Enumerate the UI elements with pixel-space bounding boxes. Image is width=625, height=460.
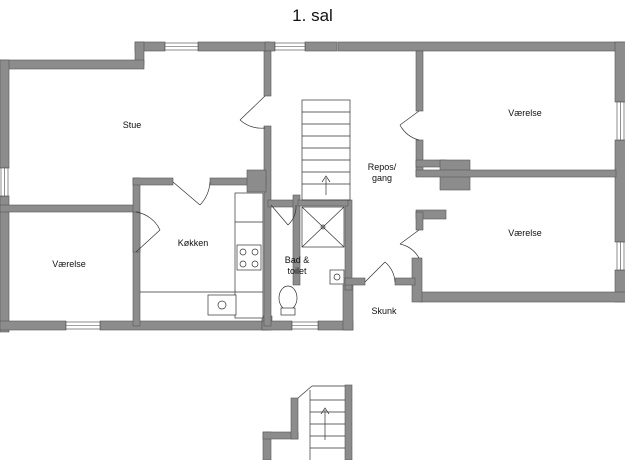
room-label-bad-toilet: Bad & toilet (284, 255, 310, 276)
room-label-vaerelse-right-bottom: Værelse (508, 228, 542, 238)
staircase (301, 99, 351, 201)
lower-staircase (297, 385, 345, 460)
bath-sink (329, 269, 345, 285)
doors (135, 95, 420, 283)
room-label-repos-gang: Repos/ gang (367, 162, 397, 183)
partial-lower-floor (262, 384, 353, 460)
room-label-skunk: Skunk (371, 306, 397, 316)
exterior-walls (0, 41, 625, 333)
room-label-kokken: Køkken (177, 238, 209, 248)
toilet (278, 285, 298, 316)
floor-title: 1. sal (292, 6, 333, 25)
windows (0, 42, 625, 330)
room-label-vaerelse-right-top: Værelse (508, 108, 542, 118)
room-label-vaerelse-left: Værelse (52, 259, 86, 269)
room-label-stue: Stue (122, 120, 142, 130)
kitchen-counter (140, 192, 264, 319)
interior-walls (0, 50, 617, 327)
shower (301, 206, 345, 248)
